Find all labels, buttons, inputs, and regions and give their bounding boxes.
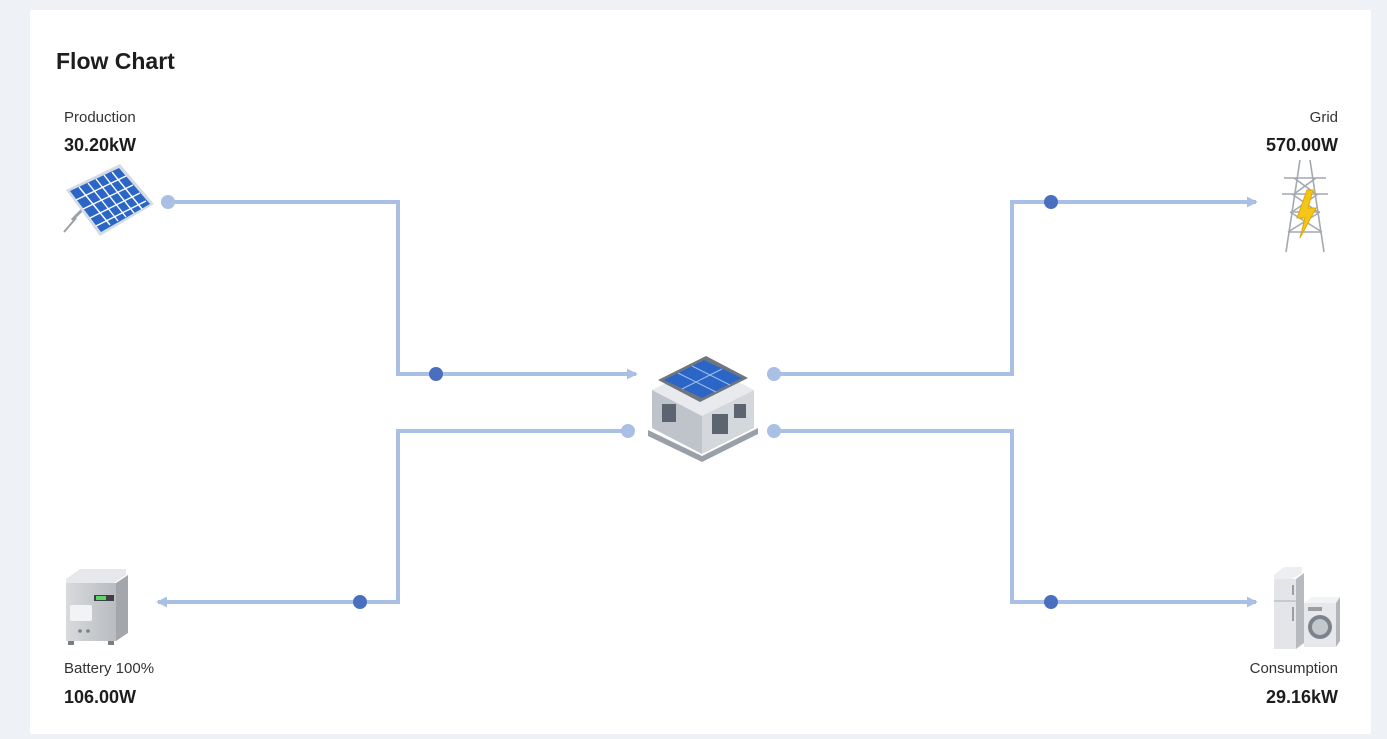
grid-label: Grid [1309, 109, 1338, 126]
production-flow-dot [429, 367, 443, 381]
house-icon [648, 356, 758, 462]
production-flow-start-dot [161, 195, 175, 209]
consumption-flow-start-dot [767, 424, 781, 438]
consumption-flow-dot [1044, 595, 1058, 609]
battery-value: 106.00W [64, 687, 137, 707]
home-to-grid-line [774, 196, 1258, 376]
battery-cabinet-icon [66, 569, 128, 645]
grid-flow-dot [1044, 195, 1058, 209]
solar-panel-icon [63, 164, 154, 236]
grid-flow-start-dot [767, 367, 781, 381]
battery-flow-dot [353, 595, 367, 609]
production-label: Production [64, 109, 136, 126]
production-to-home-line [168, 200, 638, 380]
production-value: 30.20kW [64, 135, 137, 155]
consumption-label: Consumption [1249, 660, 1338, 677]
consumption-value: 29.16kW [1265, 687, 1338, 707]
flow-chart-card: Flow Chart Production 30.20kW Grid 570.0… [30, 10, 1371, 734]
battery-label: Battery 100% [64, 660, 155, 677]
transmission-tower-icon [1282, 159, 1328, 253]
flow-diagram [63, 159, 1340, 649]
appliances-icon [1274, 567, 1340, 649]
card-title: Flow Chart [56, 48, 175, 74]
battery-flow-start-dot [621, 424, 635, 438]
grid-value: 570.00W [1265, 135, 1338, 155]
home-to-battery-line [156, 429, 628, 608]
home-to-consumption-line [774, 429, 1258, 608]
